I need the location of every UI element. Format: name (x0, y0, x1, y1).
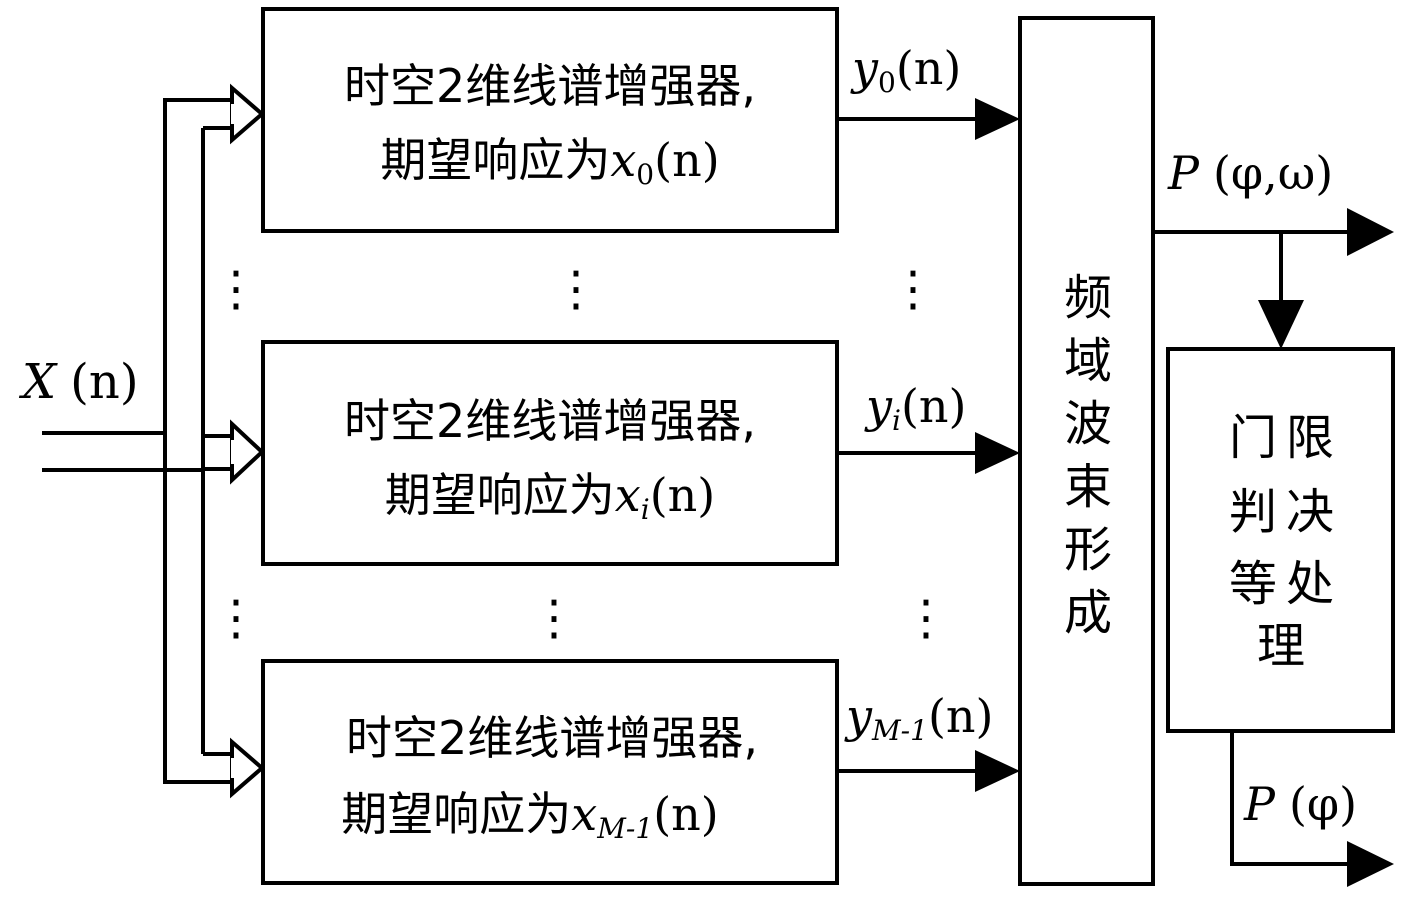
beamformer-char-1: 域 (1064, 333, 1112, 389)
enhancer-title-0: 时空2维线谱增强器, (344, 59, 756, 113)
enhancer-desired-0: 期望响应为x0(n) (380, 133, 719, 191)
enhancer-block-i: 时空2维线谱增强器, 期望响应为xi(n) (261, 340, 839, 566)
output-arrows (837, 98, 1020, 792)
ellipsis-1b: ⋮ (552, 261, 600, 317)
threshold-char-5: 处 (1286, 556, 1334, 612)
ellipsis-1a: ⋮ (212, 261, 260, 317)
beamformer-char-4: 形 (1064, 522, 1112, 578)
output-label-m1: yM-1(n) (844, 689, 993, 747)
output-label-i: yi(n) (864, 379, 967, 437)
threshold-char-2: 判 (1229, 484, 1277, 540)
beamformer-char-2: 波 (1064, 396, 1112, 452)
beamformer-block: 频 域 波 束 形 成 (1018, 16, 1155, 886)
enhancer-title-i: 时空2维线谱增强器, (344, 394, 756, 448)
spectrum-output-arrow (1153, 208, 1394, 349)
beamformer-char-5: 成 (1064, 585, 1112, 641)
enhancer-block-m1: 时空2维线谱增强器, 期望响应为xM-1(n) (261, 659, 839, 885)
ellipsis-row-1: ⋮ ⋮ ⋮ (212, 261, 937, 317)
enhancer-title-m1: 时空2维线谱增强器, (346, 711, 758, 765)
ellipsis-2c: ⋮ (902, 590, 950, 646)
threshold-char-0: 门 (1229, 410, 1277, 466)
enhancer-block-0: 时空2维线谱增强器, 期望响应为x0(n) (261, 7, 839, 233)
beamformer-char-0: 频 (1064, 270, 1112, 326)
threshold-char-6: 理 (1257, 618, 1305, 674)
input-bus (42, 98, 232, 784)
threshold-char-1: 限 (1286, 410, 1334, 466)
bearing-output-arrow (1230, 731, 1394, 887)
ellipsis-2a: ⋮ (212, 590, 260, 646)
enhancer-desired-i: 期望响应为xi(n) (385, 468, 715, 526)
ellipsis-row-2: ⋮ ⋮ ⋮ (212, 590, 950, 646)
spectrum-output-label: P(φ,ω) (1167, 146, 1333, 200)
threshold-block: 门 限 判 决 等 处 理 (1166, 347, 1395, 733)
threshold-char-4: 等 (1229, 556, 1277, 612)
bearing-output-label: P(φ) (1243, 777, 1357, 831)
enhancer-desired-m1: 期望响应为xM-1(n) (341, 787, 718, 845)
beamformer-char-3: 束 (1064, 459, 1112, 515)
ellipsis-2b: ⋮ (530, 590, 578, 646)
output-label-0: y0(n) (850, 41, 961, 99)
threshold-char-3: 决 (1286, 484, 1334, 540)
ellipsis-1c: ⋮ (889, 261, 937, 317)
input-label: X(n) (18, 354, 139, 410)
